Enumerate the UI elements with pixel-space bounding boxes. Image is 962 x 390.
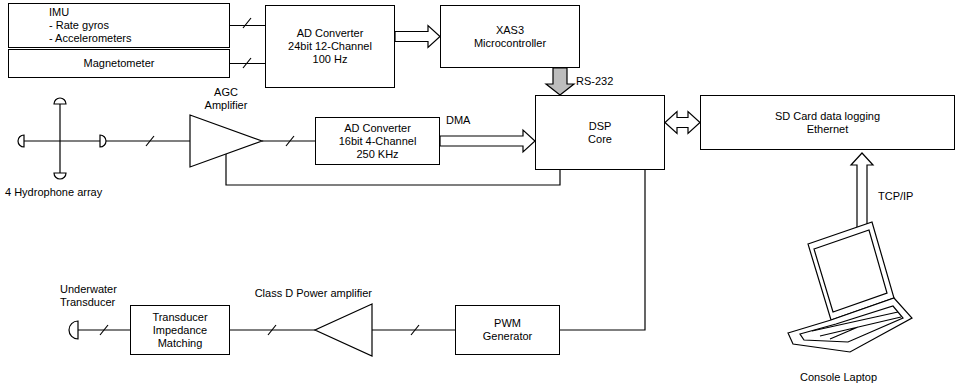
bus-arrow xyxy=(395,26,440,48)
edge-label: DMA xyxy=(446,114,470,127)
node-text: PWM Generator xyxy=(477,317,539,343)
box-content: Magnetometer xyxy=(84,57,155,70)
converter-box: AD Converter 16bit 4-Channel 250 KHz xyxy=(315,117,440,165)
box-content: Transducer Impedance Matching xyxy=(147,311,213,350)
node-text: - Rate gyros xyxy=(49,19,132,32)
signal-wire xyxy=(106,140,190,141)
node-text: - Accelerometers xyxy=(49,32,132,45)
triangle-outline xyxy=(315,304,372,356)
laptop-illustration xyxy=(788,222,912,352)
box-content: IMU- Rate gyros- Accelerometers xyxy=(49,6,132,45)
signal-wire xyxy=(560,170,645,330)
box-content: AD Converter 16bit 4-Channel 250 KHz xyxy=(332,122,424,161)
triangle-outline xyxy=(315,304,372,356)
node-text: Transducer Impedance Matching xyxy=(147,311,213,350)
node-text: DSP Core xyxy=(582,120,618,146)
box-content: AD Converter 24bit 12-Channel 100 Hz xyxy=(284,27,376,66)
amplifier-caption: Class D Power amplifier xyxy=(255,287,372,300)
signal-wire xyxy=(372,329,455,330)
array-label: 4 Hydrophone array xyxy=(5,186,102,199)
node-text: Magnetometer xyxy=(84,57,155,70)
node-text: SD Card data logging Ethernet xyxy=(769,110,887,136)
box-content: XAS3 Microcontroller xyxy=(465,24,555,50)
hydrophone-symbol xyxy=(18,98,106,179)
amplifier-caption: AGC Amplifier xyxy=(196,86,256,112)
amplifier-triangle: Class D Power amplifier xyxy=(315,304,372,356)
transducer-label: Underwater Transducer xyxy=(60,283,122,309)
processor-box: DSP Core xyxy=(535,95,665,170)
bus-arrow xyxy=(665,112,700,134)
box-content: SD Card data logging Ethernet xyxy=(769,110,887,136)
sensor-box: IMU- Rate gyros- Accelerometers xyxy=(8,3,230,48)
converter-box: AD Converter 24bit 12-Channel 100 Hz xyxy=(265,5,395,88)
signal-wire xyxy=(230,329,315,330)
signal-wire xyxy=(230,25,265,26)
box-content: DSP Core xyxy=(582,120,618,146)
protocol-label: TCP/IP xyxy=(878,190,913,203)
node-text: AD Converter 24bit 12-Channel 100 Hz xyxy=(284,27,376,66)
signal-wire xyxy=(262,140,315,141)
node-text: Class D Power amplifier xyxy=(255,287,372,300)
controller-box: XAS3 Microcontroller xyxy=(440,5,580,68)
box-content: PWM Generator xyxy=(477,317,539,343)
sensor-box: Magnetometer xyxy=(8,49,230,78)
amplifier-triangle: AGC Amplifier xyxy=(190,115,262,167)
laptop-label: Console Laptop xyxy=(800,371,877,384)
triangle-outline xyxy=(190,115,262,167)
node-text: IMU xyxy=(49,6,132,19)
triangle-outline xyxy=(190,115,262,167)
node-text: AGC Amplifier xyxy=(196,86,256,112)
node-text: AD Converter 16bit 4-Channel 250 KHz xyxy=(332,122,424,161)
transducer-symbol xyxy=(69,321,78,339)
edge-label: RS-232 xyxy=(576,75,613,88)
hydrophone-stem xyxy=(24,104,100,173)
bus-arrow xyxy=(440,130,535,152)
signal-wire xyxy=(230,63,265,64)
matching-box: Transducer Impedance Matching xyxy=(130,305,230,355)
storage-box: SD Card data logging Ethernet xyxy=(700,95,955,150)
hydrophone-frame xyxy=(31,111,93,166)
generator-box: PWM Generator xyxy=(455,305,560,355)
node-text: XAS3 Microcontroller xyxy=(465,24,555,50)
bus-arrow xyxy=(546,68,574,95)
